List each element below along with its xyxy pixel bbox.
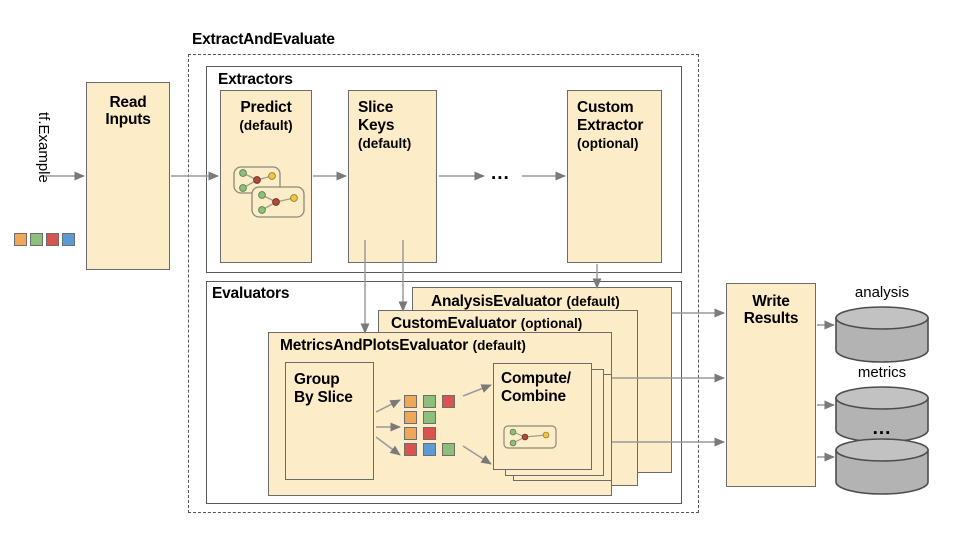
slice-chip [442, 443, 455, 456]
evaluator-metrics-and-plots-label: MetricsAndPlotsEvaluator (default) [280, 337, 526, 354]
slice-chip [423, 395, 436, 408]
graph-pair-icon [233, 166, 305, 218]
extractor-slice-keys-box[interactable]: Slice Keys (default) [348, 90, 437, 263]
input-chips [14, 233, 76, 249]
slice-chip [442, 395, 455, 408]
slice-chip [404, 443, 417, 456]
write-results-box[interactable]: Write Results [726, 283, 816, 487]
output-cylinder-more[interactable] [832, 438, 932, 496]
input-label: tf.Example [35, 112, 52, 183]
input-chip [46, 233, 59, 246]
input-chip [14, 233, 27, 246]
output-cylinder-analysis[interactable] [832, 306, 932, 364]
input-chip [62, 233, 75, 246]
extractor-custom-label: Custom Extractor (optional) [577, 99, 644, 151]
compute-combine-box[interactable]: Compute/ Combine [493, 363, 592, 470]
slice-chip [423, 411, 436, 424]
evaluator-analysis-label: AnalysisEvaluator (default) [431, 293, 620, 310]
extractor-predict-box[interactable]: Predict (default) [220, 90, 312, 263]
evaluator-custom-label: CustomEvaluator (optional) [391, 315, 583, 332]
group-by-slice-box[interactable]: Group By Slice [285, 362, 374, 480]
output-caption-analysis: analysis [854, 284, 910, 301]
slice-chip [404, 395, 417, 408]
extractors-label: Extractors [218, 71, 293, 88]
extractor-predict-label: Predict (default) [239, 99, 293, 133]
evaluators-label: Evaluators [212, 285, 290, 302]
compute-combine-label: Compute/ Combine [501, 370, 571, 405]
slice-chip [404, 427, 417, 440]
input-chip [30, 233, 43, 246]
slice-chip [423, 427, 436, 440]
output-caption-more: ... [872, 418, 892, 439]
graph-single-icon [503, 425, 557, 449]
write-results-label: Write Results [743, 293, 799, 328]
extractor-custom-box[interactable]: Custom Extractor (optional) [567, 90, 662, 263]
group-by-slice-label: Group By Slice [294, 371, 353, 406]
extract-and-evaluate-container [188, 54, 699, 513]
extract-and-evaluate-title: ExtractAndEvaluate [192, 31, 335, 48]
slice-chip [404, 411, 417, 424]
read-inputs-label: Read Inputs [105, 94, 151, 129]
slice-chips-grid [404, 395, 460, 457]
slice-chip [423, 443, 436, 456]
read-inputs-box[interactable]: Read Inputs [86, 82, 170, 270]
extractor-slice-keys-label: Slice Keys (default) [358, 99, 412, 151]
output-caption-metrics: metrics [857, 364, 907, 381]
extractors-ellipsis: ... [491, 163, 510, 184]
